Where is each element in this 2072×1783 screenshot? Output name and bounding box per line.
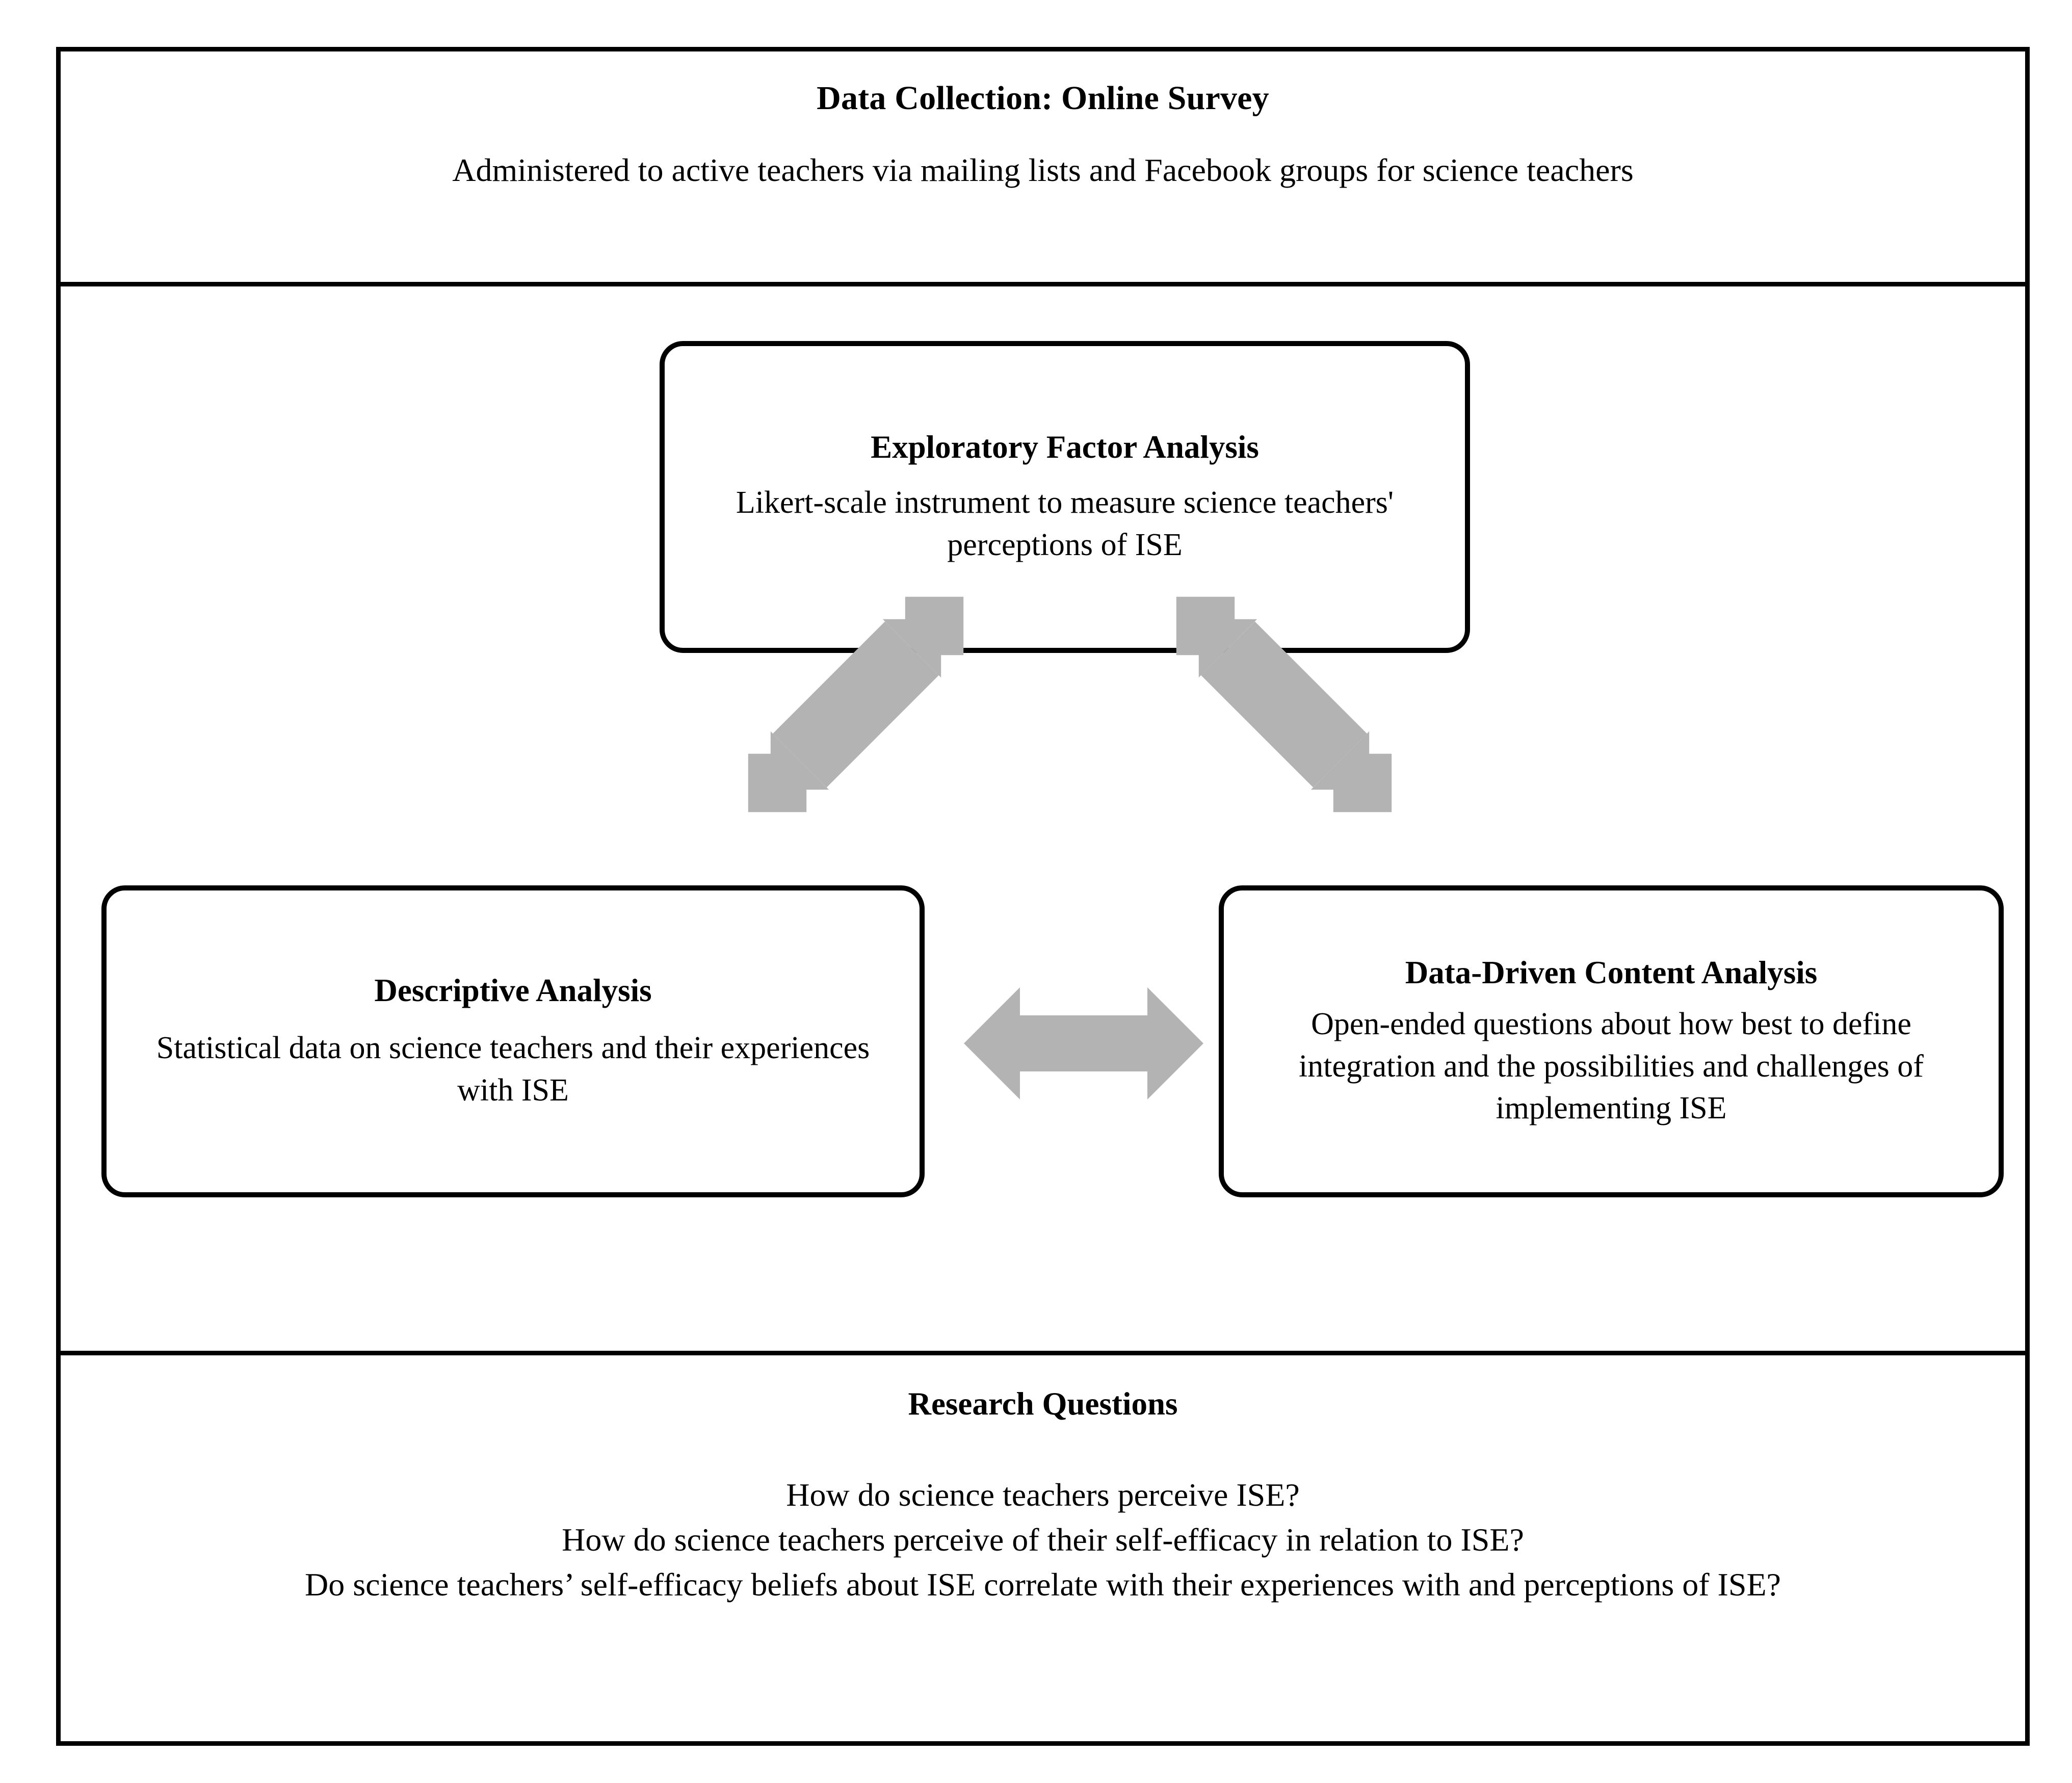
descriptive-analysis-title: Descriptive Analysis [374,972,652,1008]
research-questions-section: Research Questions How do science teache… [61,1355,2025,1741]
exploratory-factor-analysis-box[interactable]: Exploratory Factor Analysis Likert-scale… [660,341,1470,653]
data-driven-content-analysis-title: Data-Driven Content Analysis [1405,954,1818,990]
descriptive-content-arrow [964,972,1203,1115]
section-divider-top [61,282,2025,286]
data-collection-section: Data Collection: Online Survey Administe… [61,51,2025,282]
research-questions-list: How do science teachers perceive ISE? Ho… [96,1473,1989,1608]
efa-content-arrow [1172,592,1396,817]
analysis-section: Exploratory Factor Analysis Likert-scale… [61,286,2025,1351]
research-questions-title: Research Questions [908,1386,1178,1422]
research-question-item: How do science teachers perceive of thei… [562,1521,1524,1558]
data-driven-content-analysis-description: Open-ended questions about how best to d… [1299,1007,1924,1126]
efa-descriptive-arrow [744,592,968,817]
data-collection-description: Administered to active teachers via mail… [452,152,1634,189]
bidirectional-diagonal-arrow-icon [1176,596,1392,812]
research-question-item: Do science teachers’ self-efficacy belie… [305,1566,1781,1603]
bidirectional-horizontal-arrow-icon [964,987,1203,1099]
data-collection-title: Data Collection: Online Survey [817,80,1269,117]
descriptive-analysis-description: Statistical data on science teachers and… [156,1031,870,1108]
section-divider-bottom [61,1351,2025,1355]
descriptive-analysis-box[interactable]: Descriptive Analysis Statistical data on… [101,885,925,1197]
exploratory-factor-analysis-description: Likert-scale instrument to measure scien… [736,485,1394,562]
diagram-frame: Data Collection: Online Survey Administe… [56,47,2030,1746]
research-question-item: How do science teachers perceive ISE? [786,1476,1300,1513]
exploratory-factor-analysis-title: Exploratory Factor Analysis [871,429,1259,465]
bidirectional-diagonal-arrow-icon [748,596,964,812]
data-driven-content-analysis-box[interactable]: Data-Driven Content Analysis Open-ended … [1219,885,2004,1197]
